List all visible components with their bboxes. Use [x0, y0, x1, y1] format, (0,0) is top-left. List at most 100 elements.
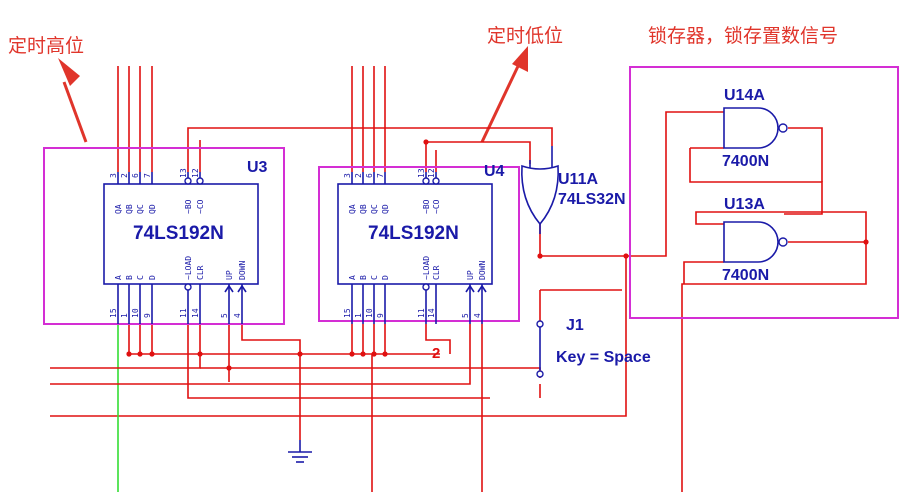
- u3-pin-number: 11: [179, 308, 188, 318]
- u3-part: 74LS192N: [133, 223, 224, 244]
- u13a-ref: U13A: [724, 196, 765, 213]
- arrowhead-low-digit: [512, 46, 528, 72]
- u4-pin-number: 9: [376, 313, 385, 318]
- u4-pin-labels: QA 3QB 2QC 6QD 7 ~BO 13 ~CO 12A 15 B 1 C 10 D 9 ~LOAD 11 C…: [343, 168, 487, 318]
- u4-pin-number: 2: [354, 173, 363, 178]
- u14a-body: [723, 107, 779, 149]
- latch-selection-box: [629, 66, 899, 319]
- u4-pin-label-a: A: [348, 275, 357, 280]
- u4-pin-label-nco: ~CO: [432, 199, 441, 214]
- j1-pushbutton[interactable]: J1 Key = Space: [536, 317, 651, 378]
- u4-body: [337, 183, 493, 285]
- u3-pin-label-nco: ~CO: [196, 199, 205, 214]
- u3-chip[interactable]: U3 74LS192N: [43, 147, 285, 325]
- net-label: 2: [432, 345, 440, 362]
- u3-pin-labels: QA3QB2QC6QD7~BO13~CO12A15B1C10D9~LOAD11C…: [109, 168, 247, 318]
- u13a-body: [723, 221, 779, 263]
- u4-pin-label-qa: QA: [348, 204, 357, 214]
- u4-pin-number: 15: [343, 308, 352, 318]
- u11a-part: 74LS32N: [558, 191, 626, 208]
- u4-pin-number: 3: [343, 173, 352, 178]
- u4-pin-label-down: DOWN: [478, 261, 487, 280]
- u4-pin-label-nbo: ~BO: [422, 199, 431, 214]
- u3-pin-number: 7: [143, 173, 152, 178]
- u3-pin-number: 2: [120, 173, 129, 178]
- u3-pin-number: 6: [131, 173, 140, 178]
- u4-ref: U4: [484, 163, 505, 180]
- u3-pin-number: 3: [109, 173, 118, 178]
- u4-pin-number: 10: [365, 308, 374, 318]
- bottom-wires: [50, 324, 541, 492]
- u11a-or-gate[interactable]: U11A 74LS32N: [521, 146, 626, 234]
- u4-pin-label-c: C: [370, 275, 379, 280]
- u3-pin-number: 5: [220, 313, 229, 318]
- u14a-nand-gate[interactable]: U14A 7400N: [722, 87, 788, 170]
- arrow-high-digit: [62, 81, 88, 143]
- u4-pin-number: 4: [473, 313, 482, 318]
- u3-output-wires: [117, 66, 153, 172]
- u3-pins: [117, 172, 247, 324]
- u3-pin-label-qc: QC: [136, 204, 145, 214]
- u3-pin-label-clr: CLR: [196, 265, 205, 280]
- u4-pins: [351, 172, 487, 324]
- u4-pin-label-qc: QC: [370, 204, 379, 214]
- u14a-part: 7400N: [722, 153, 769, 170]
- j1-key: Key = Space: [556, 349, 651, 366]
- u3-body: [103, 183, 259, 285]
- u13a-part: 7400N: [722, 267, 769, 284]
- u3-selection-box: [43, 147, 285, 325]
- u3-pin-number: 9: [143, 313, 152, 318]
- u3-pin-number: 15: [109, 308, 118, 318]
- u3-pin-label-nload: ~LOAD: [184, 256, 193, 280]
- u4-output-wires: [351, 66, 386, 172]
- u4-pin-label-nload: ~LOAD: [422, 256, 431, 280]
- arrowhead-high-digit: [58, 58, 80, 86]
- u4-pin-number: 14: [427, 308, 436, 318]
- junction-dots: [126, 139, 869, 371]
- u4-pin-number: 11: [417, 308, 426, 318]
- annotation-high-digit: 定时高位: [8, 35, 84, 57]
- or-gate-body: [521, 164, 559, 226]
- u4-pin-number: 6: [365, 173, 374, 178]
- u4-pin-number: 5: [461, 313, 470, 318]
- u3-pin-number: 4: [233, 313, 242, 318]
- u4-pin-number: 12: [427, 168, 436, 178]
- arrow-low-digit: [480, 61, 522, 143]
- u4-pin-label-d: D: [381, 275, 390, 280]
- annotation-latch: 锁存器，锁存置数信号: [648, 25, 838, 47]
- control-wires: [50, 111, 867, 492]
- u4-selection-box: [318, 166, 520, 322]
- u4-part: 74LS192N: [368, 223, 459, 244]
- u4-pin-number: 13: [417, 168, 426, 178]
- u4-pin-label-qb: QB: [359, 204, 368, 214]
- u4-pin-label-up: UP: [466, 270, 475, 280]
- u13a-nand-gate[interactable]: U13A 7400N: [722, 196, 788, 284]
- u3-pin-number: 12: [191, 168, 200, 178]
- u3-pin-label-qa: QA: [114, 204, 123, 214]
- u4-chip[interactable]: U4 74LS192N: [318, 163, 520, 322]
- u4-pin-label-clr: CLR: [432, 265, 441, 280]
- u4-pin-label-qd: QD: [381, 204, 390, 214]
- u4-pin-label-b: B: [359, 275, 368, 280]
- u3-pin-label-qd: QD: [148, 204, 157, 214]
- u3-pin-number: 10: [131, 308, 140, 318]
- u3-pin-number: 13: [179, 168, 188, 178]
- annotation-low-digit: 定时低位: [487, 25, 563, 47]
- u3-pin-label-up: UP: [225, 270, 234, 280]
- u14a-ref: U14A: [724, 87, 765, 104]
- u3-pin-label-down: DOWN: [238, 261, 247, 280]
- u3-pin-label-nbo: ~BO: [184, 199, 193, 214]
- u11a-ref: U11A: [558, 171, 598, 188]
- u4-pin-number: 7: [376, 173, 385, 178]
- u3-pin-label-a: A: [114, 275, 123, 280]
- u3-pin-label-d: D: [148, 275, 157, 280]
- u3-pin-label-qb: QB: [125, 204, 134, 214]
- u3-ref: U3: [247, 159, 268, 176]
- ground-icon: [288, 440, 312, 463]
- u3-pin-number: 14: [191, 308, 200, 318]
- u3-pin-number: 1: [120, 313, 129, 318]
- u4-pin-number: 1: [354, 313, 363, 318]
- j1-ref: J1: [566, 317, 584, 334]
- u3-pin-label-c: C: [136, 275, 145, 280]
